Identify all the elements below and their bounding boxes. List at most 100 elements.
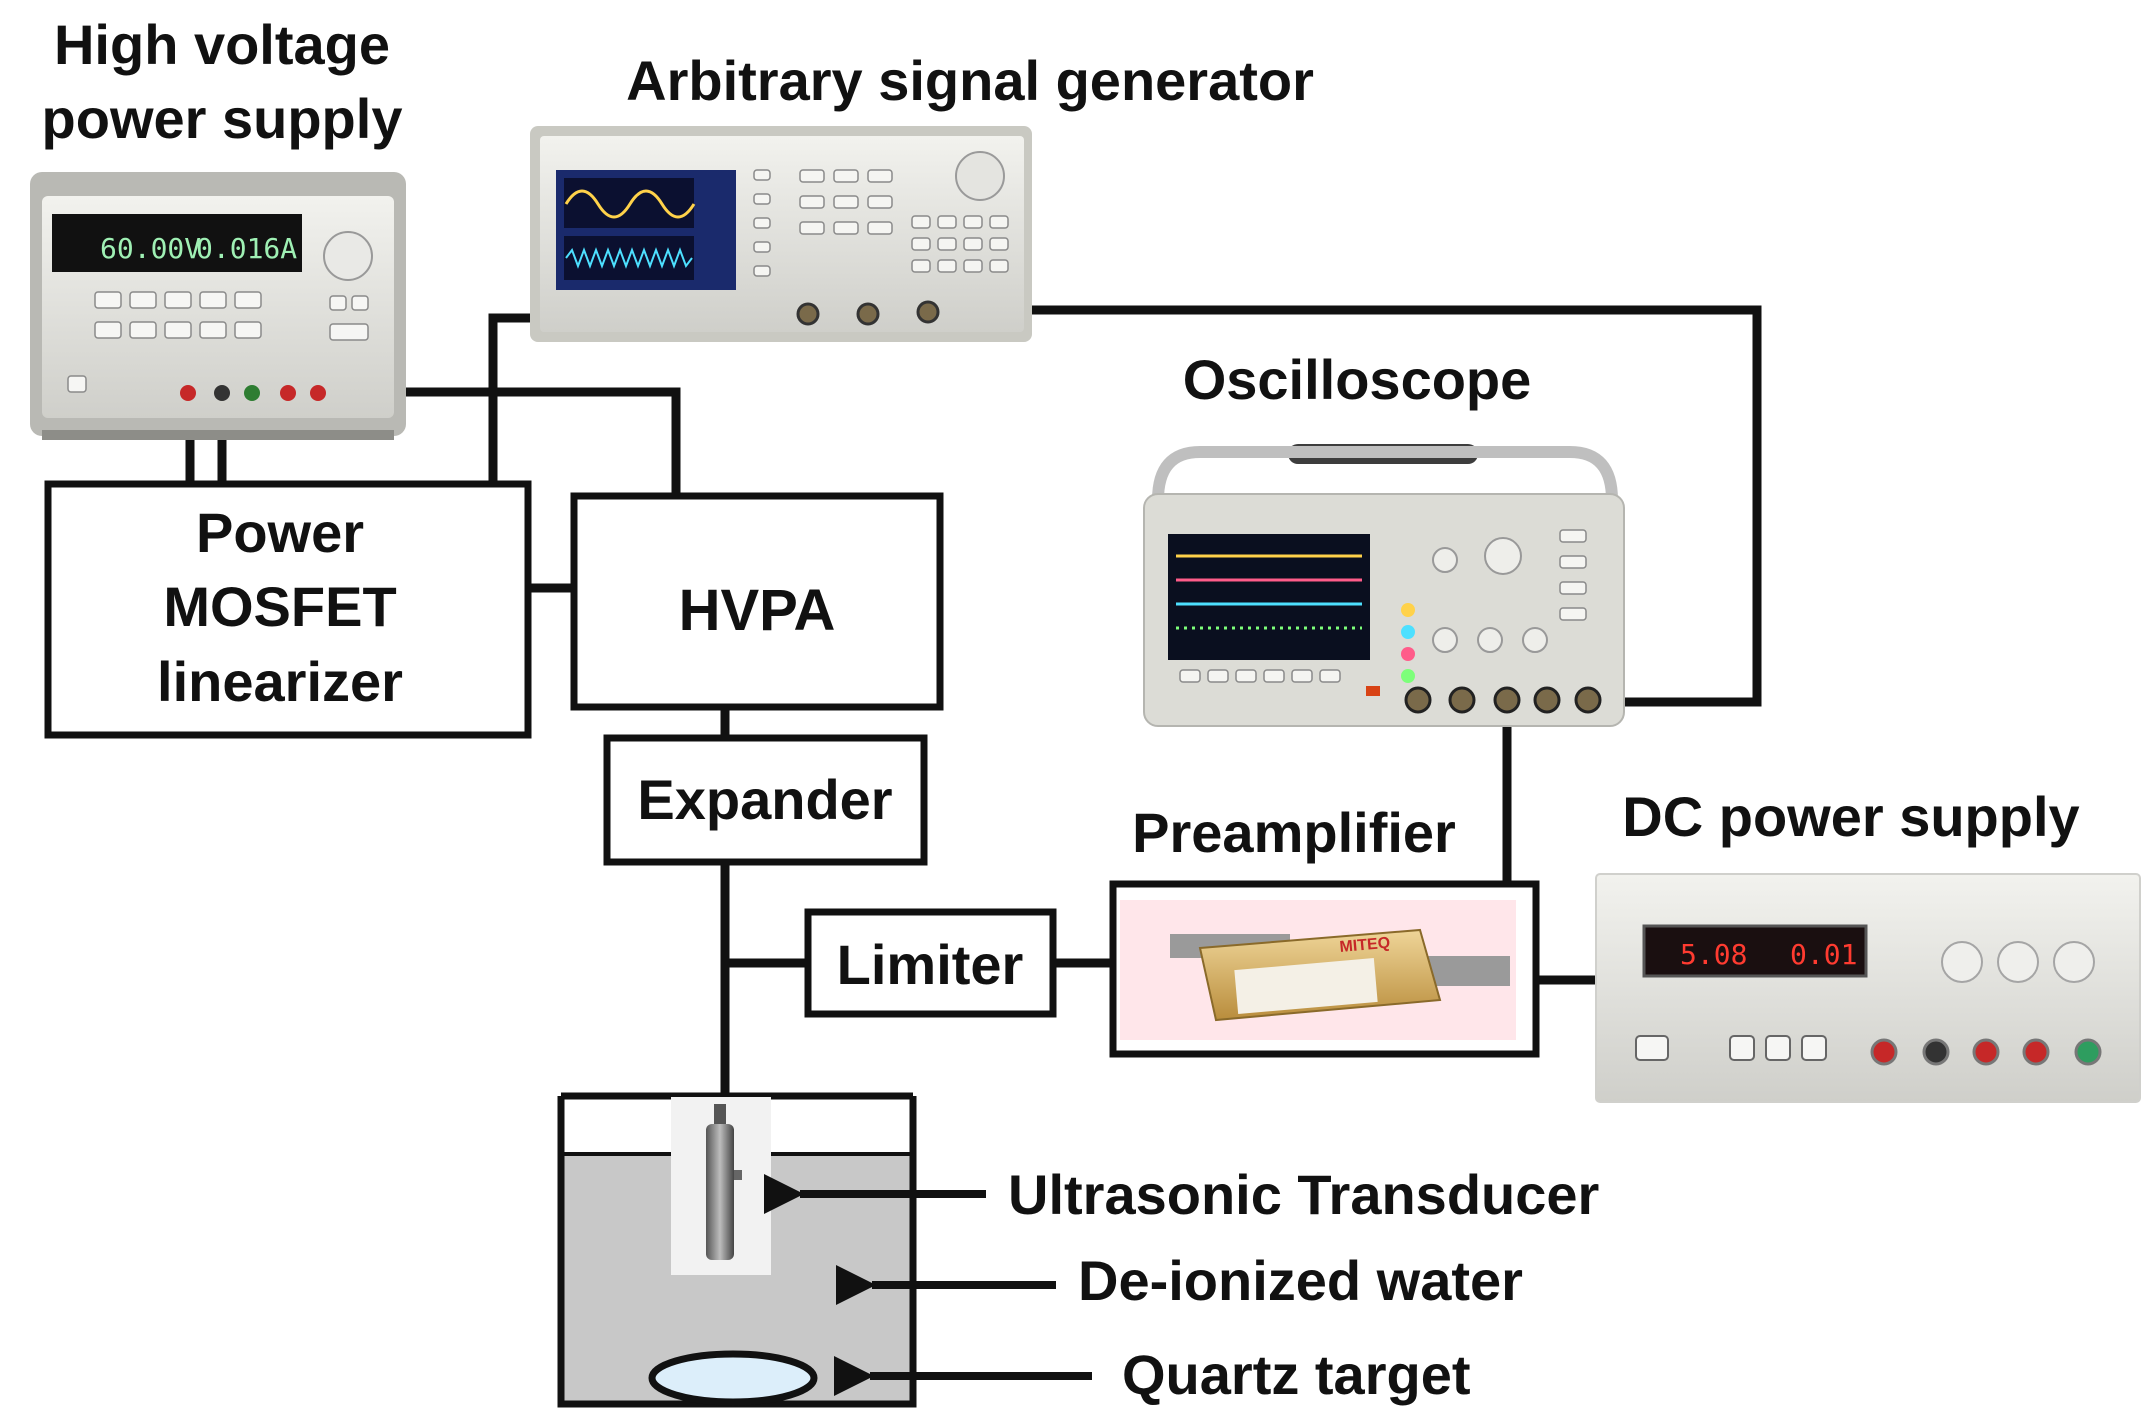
scope-button[interactable] <box>1559 529 1587 543</box>
siggen-side-button[interactable] <box>753 193 771 205</box>
hv-terminal <box>280 385 296 401</box>
dc-terminal <box>1972 1038 2000 1066</box>
siggen-keypad-key[interactable] <box>937 237 957 251</box>
transducer-body <box>706 1124 734 1260</box>
siggen-keypad-key[interactable] <box>963 215 983 229</box>
hv-button[interactable] <box>129 291 157 309</box>
hv-terminal <box>244 385 260 401</box>
dc-knob[interactable] <box>1997 941 2039 983</box>
siggen-keypad-key[interactable] <box>911 215 931 229</box>
hv-adjust-knob[interactable] <box>323 231 373 281</box>
scope-channel-button[interactable] <box>1401 669 1415 683</box>
siggen-keypad-key[interactable] <box>911 259 931 273</box>
siggen-button[interactable] <box>833 221 859 235</box>
transducer-connector <box>714 1104 726 1126</box>
dc-power-button[interactable] <box>1635 1035 1669 1061</box>
scope-handle-arm <box>1152 446 1618 501</box>
siggen-side-button[interactable] <box>753 265 771 277</box>
dc-terminal <box>2022 1038 2050 1066</box>
siggen-burst-trace <box>565 247 693 269</box>
dc-knob[interactable] <box>1941 941 1983 983</box>
scope-menu-button[interactable] <box>1263 669 1285 683</box>
preamplifier-label: Preamplifier <box>1132 801 1456 864</box>
scope-menu-button[interactable] <box>1207 669 1229 683</box>
hv-button[interactable] <box>351 295 369 311</box>
preamp-brand-text: MITEQ <box>1339 935 1391 956</box>
siggen-button[interactable] <box>799 221 825 235</box>
siggen-button[interactable] <box>833 169 859 183</box>
siggen-button[interactable] <box>867 195 893 209</box>
dc-supply-label: DC power supply <box>1622 785 2079 848</box>
expander-label: Expander <box>637 768 892 831</box>
dc-voltage-readout: 5.08 <box>1680 938 1747 971</box>
hv-button[interactable] <box>199 321 227 339</box>
siggen-side-button[interactable] <box>753 169 771 181</box>
dc-meter-button[interactable] <box>1801 1035 1827 1061</box>
siggen-output-connector <box>796 302 820 326</box>
hv-button[interactable] <box>329 295 347 311</box>
scope-button[interactable] <box>1559 555 1587 569</box>
siggen-button[interactable] <box>799 169 825 183</box>
dc-knob[interactable] <box>2053 941 2095 983</box>
hvpa-box <box>570 492 944 711</box>
scope-knob[interactable] <box>1477 627 1503 653</box>
siggen-button[interactable] <box>867 221 893 235</box>
scope-button[interactable] <box>1559 607 1587 621</box>
scope-menu-button[interactable] <box>1319 669 1341 683</box>
scope-menu-button[interactable] <box>1235 669 1257 683</box>
dc-terminal <box>1870 1038 1898 1066</box>
hv-button[interactable] <box>164 321 192 339</box>
scope-indicator <box>1366 686 1380 696</box>
siggen-keypad-key[interactable] <box>989 259 1009 273</box>
hv-button[interactable] <box>329 323 369 341</box>
hv-button[interactable] <box>164 291 192 309</box>
hv-button[interactable] <box>129 321 157 339</box>
siggen-keypad-key[interactable] <box>989 237 1009 251</box>
transducer-label: Ultrasonic Transducer <box>1008 1163 1599 1226</box>
siggen-button[interactable] <box>833 195 859 209</box>
scope-knob[interactable] <box>1432 627 1458 653</box>
water-label: De-ionized water <box>1078 1249 1523 1312</box>
hv-power-button[interactable] <box>67 375 87 393</box>
scope-button[interactable] <box>1559 581 1587 595</box>
siggen-keypad-key[interactable] <box>911 237 931 251</box>
scope-channel-button[interactable] <box>1401 603 1415 617</box>
mosfet-label-line2: MOSFET <box>163 575 396 638</box>
dc-current-readout: 0.01 <box>1790 938 1857 971</box>
siggen-side-button[interactable] <box>753 217 771 229</box>
siggen-button[interactable] <box>799 195 825 209</box>
quartz-target <box>648 1350 818 1406</box>
scope-channel-button[interactable] <box>1401 625 1415 639</box>
siggen-knob[interactable] <box>955 151 1005 201</box>
siggen-side-button[interactable] <box>753 241 771 253</box>
siggen-keypad-key[interactable] <box>989 215 1009 229</box>
hv-button[interactable] <box>199 291 227 309</box>
hv-power-supply: 60.00V 0.016A <box>30 172 406 440</box>
scope-input-connector <box>1493 686 1521 714</box>
dc-terminal <box>1922 1038 1950 1066</box>
quartz-label: Quartz target <box>1122 1343 1471 1406</box>
siggen-keypad-key[interactable] <box>937 259 957 273</box>
siggen-keypad-key[interactable] <box>937 215 957 229</box>
siggen-button[interactable] <box>867 169 893 183</box>
scope-channel-button[interactable] <box>1401 647 1415 661</box>
hv-terminal <box>180 385 196 401</box>
hv-button[interactable] <box>94 291 122 309</box>
scope-menu-button[interactable] <box>1179 669 1201 683</box>
siggen-connector <box>856 302 880 326</box>
hv-button[interactable] <box>94 321 122 339</box>
hv-button[interactable] <box>234 291 262 309</box>
hv-button[interactable] <box>234 321 262 339</box>
scope-knob[interactable] <box>1432 547 1458 573</box>
dc-meter-button[interactable] <box>1765 1035 1791 1061</box>
scope-knob[interactable] <box>1484 537 1522 575</box>
mosfet-label-line3: linearizer <box>157 650 403 713</box>
mosfet-linearizer-box <box>44 480 532 739</box>
scope-knob[interactable] <box>1522 627 1548 653</box>
siggen-keypad-key[interactable] <box>963 237 983 251</box>
preamplifier-block: MITEQ <box>1109 880 1540 1058</box>
siggen-keypad-key[interactable] <box>963 259 983 273</box>
dc-meter-button[interactable] <box>1729 1035 1755 1061</box>
scope-menu-button[interactable] <box>1291 669 1313 683</box>
